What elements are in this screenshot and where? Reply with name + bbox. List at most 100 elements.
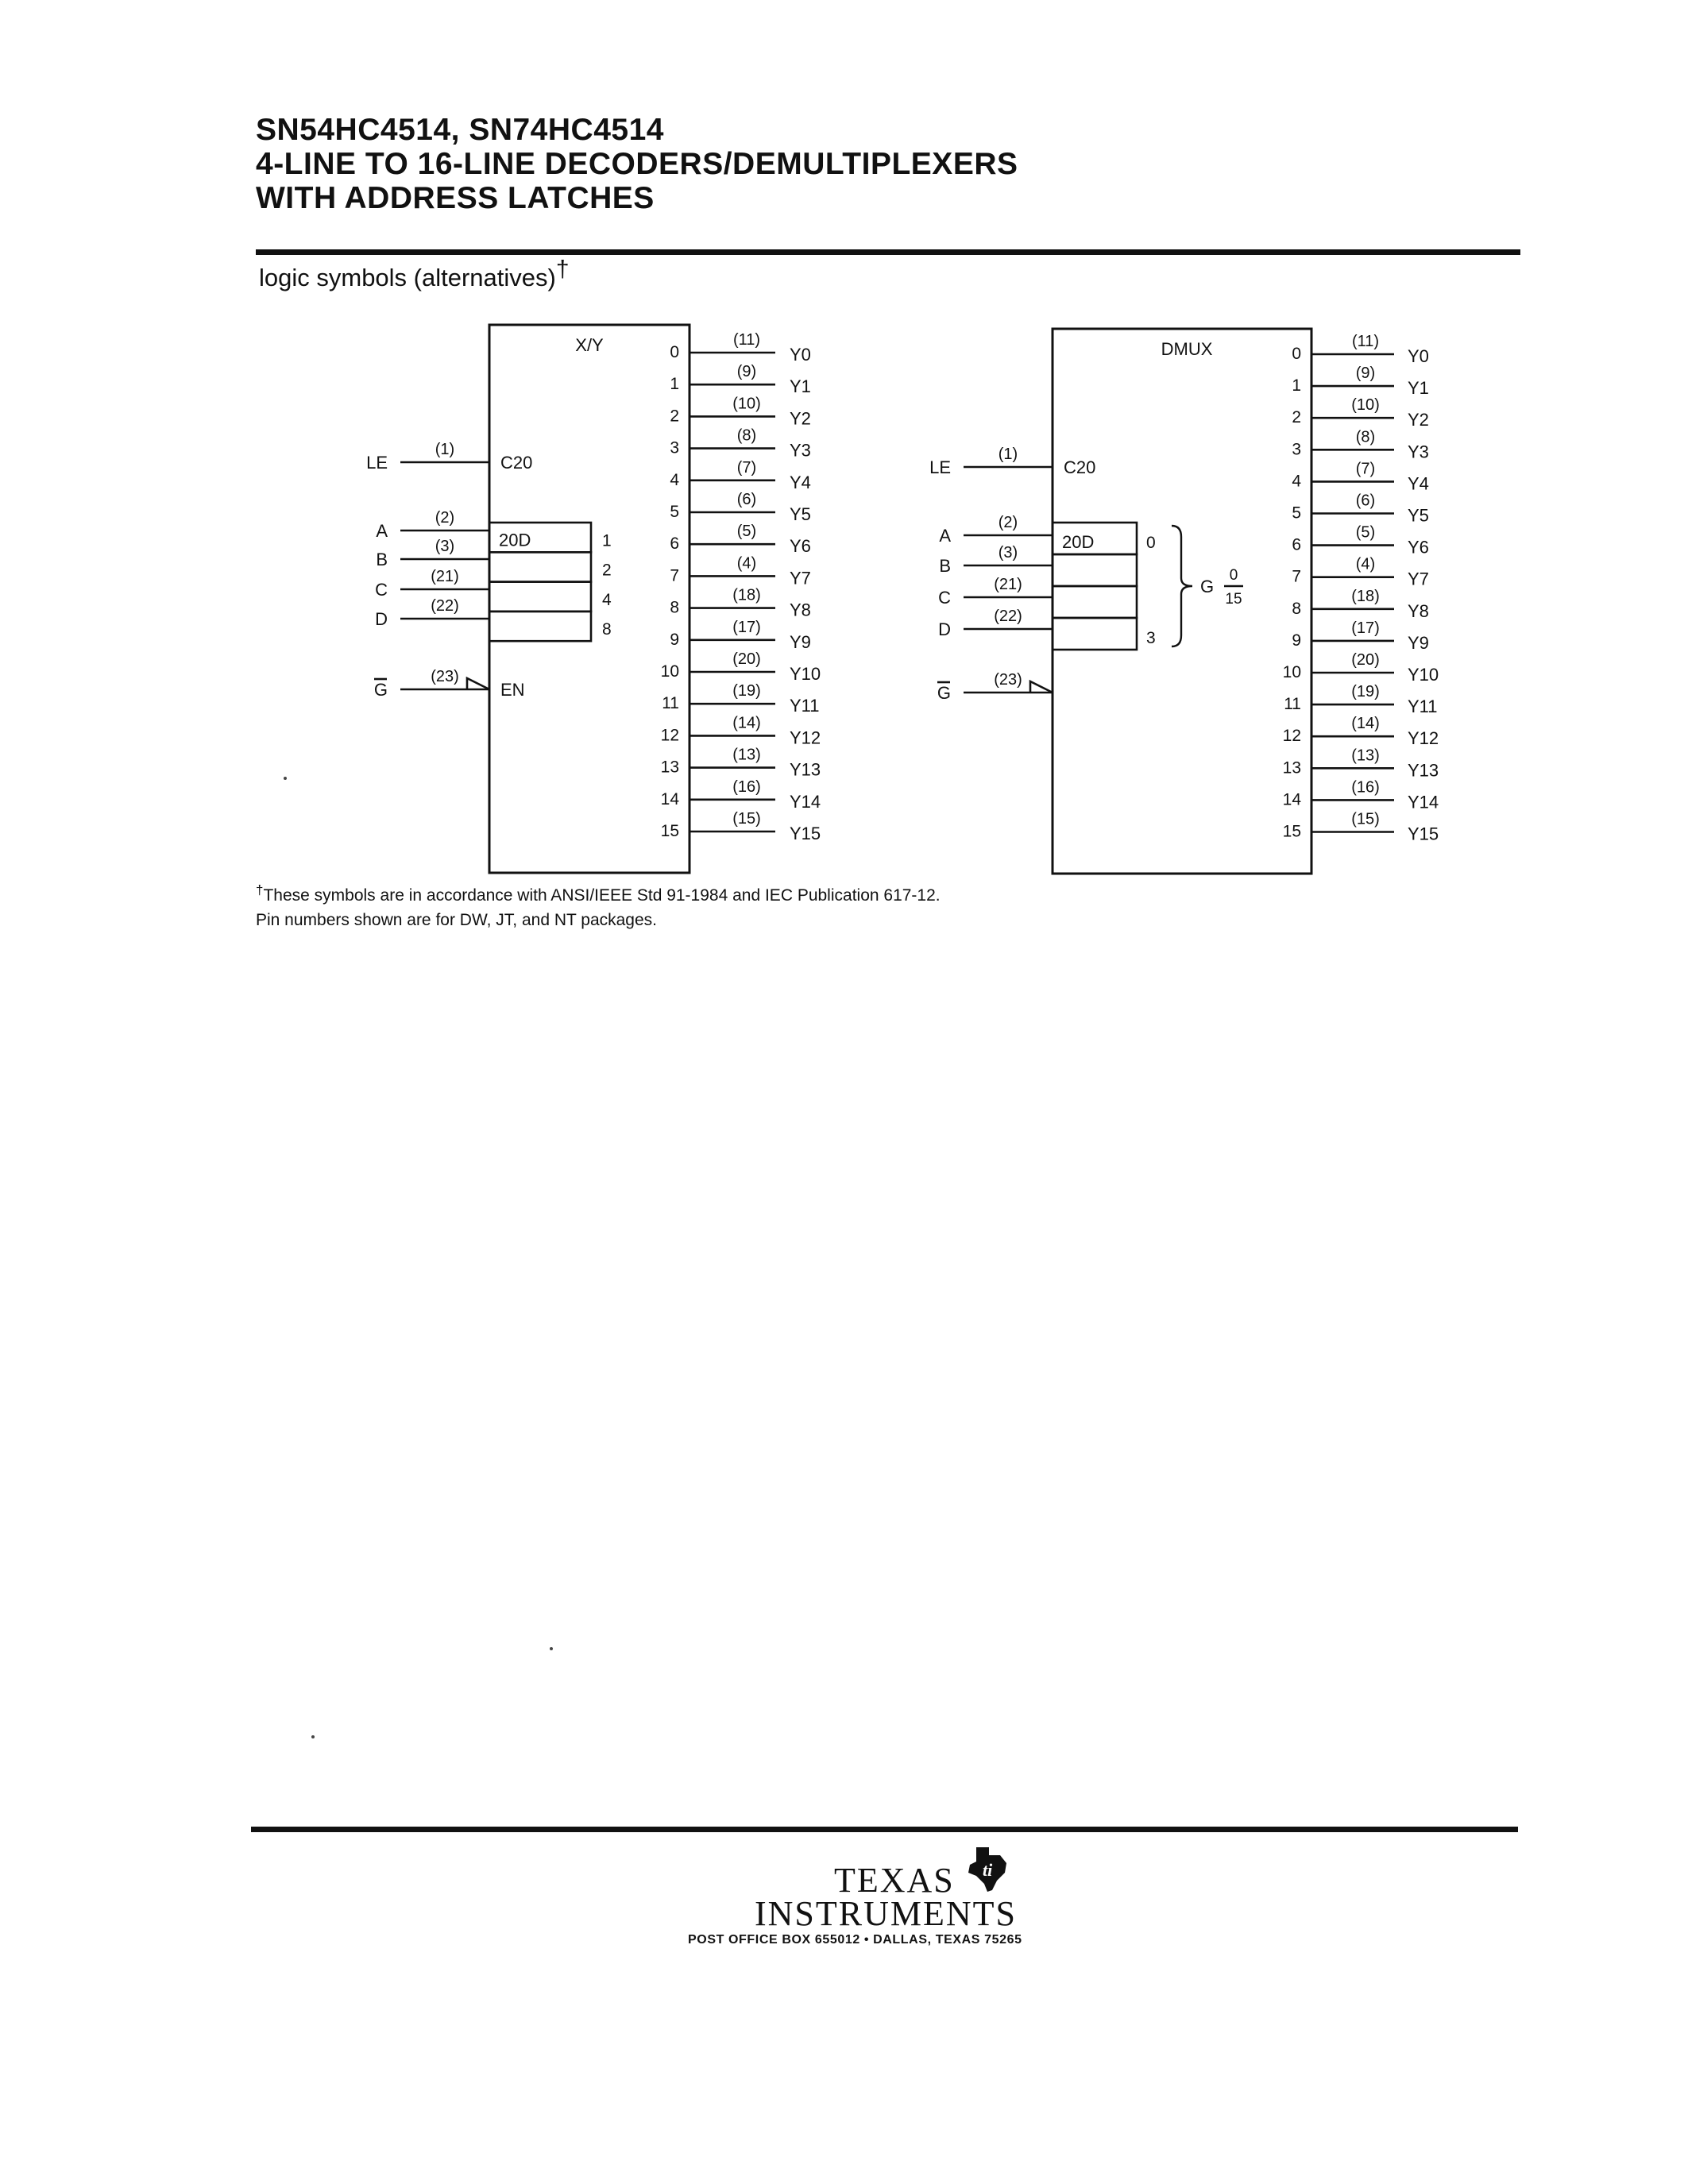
output-name-dmux: Y14 [1408, 792, 1439, 812]
group-range-denominator-dmux: 15 [1225, 591, 1242, 608]
output-index-xy: 11 [662, 694, 679, 712]
output-name-dmux: Y8 [1408, 601, 1429, 621]
output-name-dmux: Y7 [1408, 569, 1429, 589]
output-index-dmux: 3 [1292, 440, 1301, 458]
input-pin-number-dmux: (2) [999, 514, 1018, 531]
output-pin-number-dmux: (16) [1351, 778, 1380, 796]
output-index-xy: 7 [670, 566, 679, 585]
input-pin-number-dmux: (1) [999, 446, 1018, 463]
output-name-dmux: Y5 [1408, 506, 1429, 526]
output-index-dmux: 11 [1284, 695, 1301, 713]
output-pin-number-xy: (10) [732, 395, 761, 412]
polarity-indicator-dmux [1029, 679, 1053, 694]
output-name-dmux: Y2 [1408, 410, 1429, 430]
data-input-cell-dmux [1051, 585, 1138, 619]
output-pin-number-dmux: (13) [1351, 747, 1380, 764]
output-name-xy: Y11 [790, 696, 820, 716]
logo-word-texas: TEXAS [834, 1861, 955, 1900]
output-name-dmux: Y13 [1408, 760, 1439, 780]
grouping-brace-dmux [1171, 524, 1193, 648]
output-index-dmux: 10 [1283, 663, 1301, 681]
output-index-dmux: 14 [1283, 790, 1302, 808]
company-address: POST OFFICE BOX 655012 • DALLAS, TEXAS 7… [688, 1933, 1022, 1947]
output-name-dmux: Y4 [1408, 473, 1429, 493]
output-name-xy: Y6 [790, 536, 811, 556]
output-pin-number-xy: (19) [732, 682, 761, 700]
output-name-dmux: Y11 [1408, 696, 1438, 716]
output-name-xy: Y12 [790, 727, 821, 747]
latch-label-xy: C20 [500, 453, 532, 473]
footnote-text-1: These symbols are in accordance with ANS… [263, 886, 941, 905]
footnote-line-2: Pin numbers shown are for DW, JT, and NT… [256, 911, 658, 929]
input-name-xy: A [376, 521, 388, 541]
output-pin-number-dmux: (11) [1352, 333, 1379, 350]
section-heading-text: logic symbols (alternatives) [259, 264, 556, 291]
data-input-cell-xy [488, 550, 593, 583]
output-pin-number-dmux: (19) [1351, 683, 1380, 700]
input-name-xy: LE [366, 453, 388, 473]
output-index-xy: 14 [661, 790, 680, 808]
output-pin-number-dmux: (5) [1356, 524, 1375, 542]
input-name-dmux: LE [929, 457, 951, 477]
output-name-xy: Y15 [790, 824, 821, 843]
output-pin-number-xy: (6) [737, 491, 756, 508]
output-index-dmux: 4 [1292, 472, 1301, 490]
title-part-numbers: SN54HC4514, SN74HC4514 [256, 113, 664, 147]
output-index-dmux: 0 [1292, 345, 1301, 363]
range-low-label-dmux: 0 [1146, 534, 1156, 552]
output-index-dmux: 6 [1292, 536, 1301, 554]
output-pin-number-xy: (17) [732, 619, 761, 636]
output-pin-number-dmux: (17) [1351, 619, 1380, 637]
output-index-xy: 1 [670, 375, 679, 393]
input-name-dmux: B [939, 556, 951, 576]
data-input-label-xy: 20D [499, 530, 531, 550]
ti-state-icon: ti [968, 1847, 1006, 1892]
binary-weight-xy: 4 [602, 591, 612, 609]
output-name-dmux: Y1 [1408, 378, 1429, 398]
output-index-dmux: 8 [1292, 600, 1301, 618]
input-pin-number-dmux: (21) [994, 576, 1022, 593]
output-pin-number-dmux: (14) [1351, 715, 1380, 732]
output-name-dmux: Y15 [1408, 824, 1439, 844]
document-title: SN54HC4514, SN74HC4514 4-LINE TO 16-LINE… [256, 113, 1018, 215]
output-pin-number-dmux: (20) [1351, 651, 1380, 669]
input-pin-number-xy: (21) [431, 568, 459, 585]
output-index-dmux: 13 [1283, 758, 1301, 777]
output-pin-number-dmux: (9) [1356, 365, 1375, 382]
output-pin-number-dmux: (10) [1351, 396, 1380, 414]
output-index-dmux: 1 [1292, 376, 1301, 395]
output-pin-number-xy: (9) [737, 363, 756, 380]
output-index-dmux: 2 [1292, 408, 1301, 426]
data-input-cell-xy [488, 581, 593, 613]
output-name-xy: Y1 [790, 376, 811, 396]
output-pin-number-dmux: (7) [1356, 460, 1375, 477]
output-index-dmux: 7 [1292, 568, 1301, 586]
output-pin-number-xy: (7) [737, 459, 756, 477]
output-name-dmux: Y3 [1408, 442, 1429, 461]
binary-weight-xy: 2 [602, 561, 612, 580]
data-input-label-dmux: 20D [1062, 532, 1094, 552]
output-index-xy: 12 [661, 726, 679, 744]
footnote: †These symbols are in accordance with AN… [256, 883, 941, 932]
symbol-box-xy [488, 323, 691, 874]
input-name-dmux: G [937, 683, 951, 703]
input-name-xy: G [374, 680, 388, 700]
scan-speck [550, 1647, 553, 1650]
input-name-dmux: A [939, 526, 951, 546]
output-name-xy: Y0 [790, 345, 811, 365]
input-name-xy: C [375, 580, 388, 600]
output-index-dmux: 9 [1292, 631, 1301, 650]
scan-speck [311, 1735, 315, 1738]
scan-speck [284, 777, 287, 780]
input-pin-number-xy: (3) [435, 538, 454, 555]
group-range-numerator-dmux: 0 [1230, 567, 1238, 584]
input-pin-number-dmux: (3) [999, 544, 1018, 561]
output-pin-number-xy: (20) [732, 650, 761, 668]
input-pin-number-xy: (2) [435, 509, 454, 527]
output-name-xy: Y2 [790, 408, 811, 428]
output-name-xy: Y10 [790, 664, 821, 684]
output-index-xy: 13 [661, 758, 679, 777]
data-input-cell-dmux [1051, 553, 1138, 588]
input-name-xy: D [375, 609, 388, 629]
output-name-xy: Y7 [790, 568, 811, 588]
